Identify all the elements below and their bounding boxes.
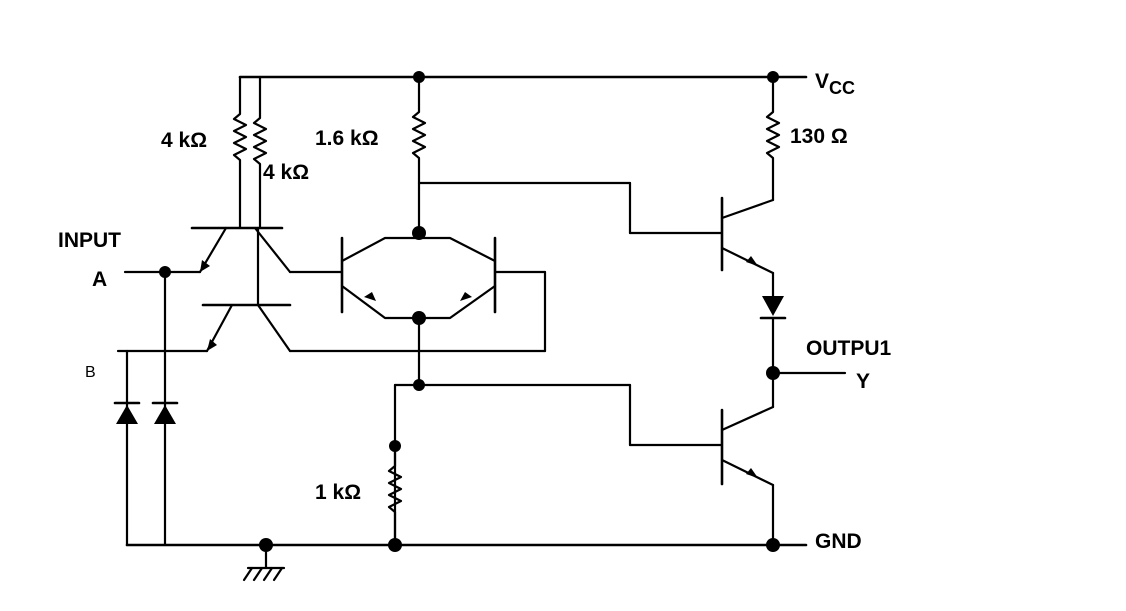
input-transistor-bottom (201, 226, 547, 353)
resistor-4k-1 (232, 75, 248, 230)
input-b-label: B (85, 364, 96, 381)
r3-label: 1.6 kΩ (315, 127, 379, 150)
resistor-4k-2 (252, 75, 268, 230)
phase-splitter (340, 236, 724, 547)
input-b-wire (116, 349, 209, 547)
input-a-label: A (92, 268, 107, 291)
output-transistor-top (720, 196, 775, 298)
r5-label: 1 kΩ (315, 481, 361, 504)
r1-label: 4 kΩ (161, 129, 207, 152)
vcc-rail (238, 71, 808, 83)
clamp-diode-a (151, 401, 179, 424)
ground-symbol (242, 543, 286, 582)
resistor-130 (765, 75, 781, 202)
output-y-label: Y (856, 370, 870, 393)
resistor-1-6k (411, 75, 724, 240)
input-a-wire (123, 266, 202, 547)
output-transistor-bottom (720, 405, 775, 547)
gnd-label: GND (815, 530, 862, 553)
ground-rail (125, 538, 808, 552)
input-transistor-top (190, 226, 344, 274)
r4-label: 130 Ω (790, 125, 848, 148)
clamp-diode-b (113, 401, 141, 424)
output-label: OUTPU1 (806, 337, 892, 360)
r2-label: 4 kΩ (263, 161, 309, 184)
input-label: INPUT (58, 229, 121, 252)
vcc-label: VCC (815, 70, 855, 98)
resistor-1k (387, 440, 403, 547)
output-diode (759, 296, 847, 409)
